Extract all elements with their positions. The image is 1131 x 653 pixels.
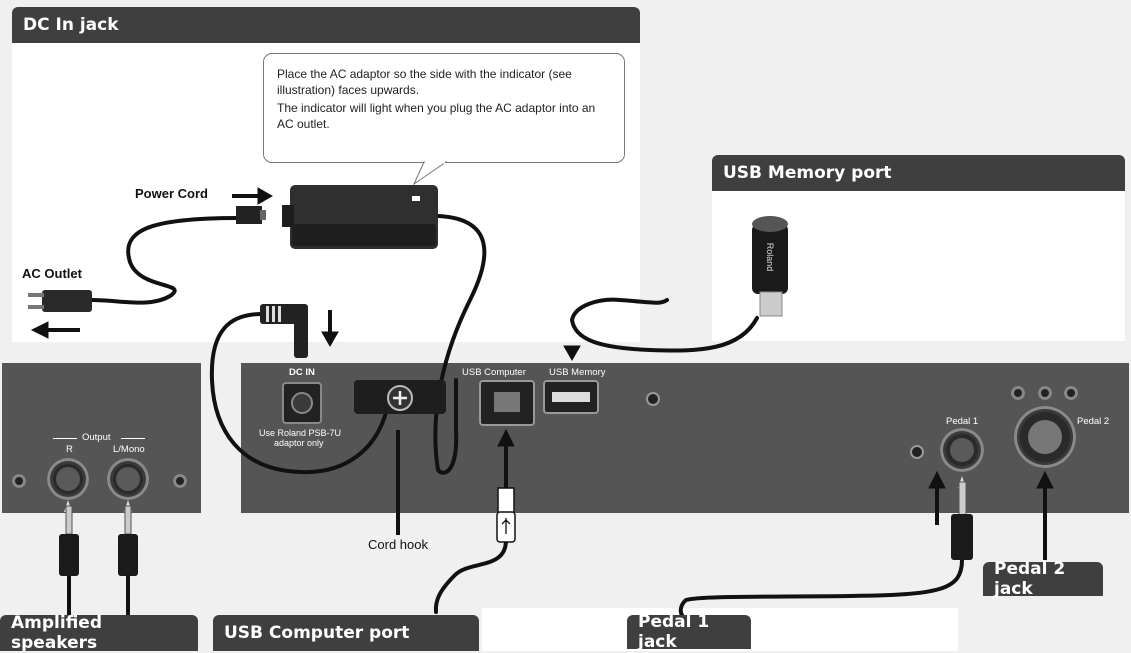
ac-adaptor bbox=[282, 185, 438, 249]
usb-memory-label: USB Memory bbox=[549, 367, 606, 378]
cables bbox=[90, 214, 964, 617]
ac-plug bbox=[28, 290, 92, 312]
dc-in-note-line-1: Use Roland PSB-7U bbox=[259, 428, 342, 438]
output-plugs bbox=[59, 500, 138, 618]
pedal2-screw-2 bbox=[1038, 386, 1052, 400]
output-l-mono-label: L/Mono bbox=[113, 444, 145, 455]
dc-in-jack-header: DC In jack bbox=[12, 7, 640, 43]
dc-in-label: DC IN bbox=[289, 367, 315, 378]
usb-computer-cable bbox=[433, 538, 508, 614]
callout-tail bbox=[412, 161, 448, 186]
pedal2-screw-3 bbox=[1064, 386, 1078, 400]
usb-memory-port-header: USB Memory port bbox=[712, 155, 1125, 191]
pedal2-jack bbox=[1014, 406, 1076, 468]
output-line-left bbox=[53, 438, 77, 439]
adaptor-callout: Place the AC adaptor so the side with th… bbox=[263, 53, 625, 163]
output-panel bbox=[2, 363, 201, 513]
output-r-label: R bbox=[66, 444, 73, 455]
cord-hook-label: Cord hook bbox=[368, 537, 428, 552]
usb-stick-brand: Roland bbox=[765, 242, 775, 272]
dc-plug-cable bbox=[209, 312, 390, 475]
output-screw-left bbox=[12, 474, 26, 488]
usb-computer-port-header: USB Computer port bbox=[213, 615, 479, 651]
output-l-mono-jack bbox=[107, 458, 149, 500]
pedal1-label: Pedal 1 bbox=[946, 416, 979, 427]
pedal2-jack-header: Pedal 2 jack bbox=[983, 559, 1103, 599]
usb-computer-label: USB Computer bbox=[462, 367, 526, 378]
pedal1-plug bbox=[951, 476, 973, 560]
arrows bbox=[30, 187, 1054, 560]
cord-hook bbox=[354, 380, 446, 535]
usb-memory-cable bbox=[569, 297, 759, 353]
adaptor-output-cable bbox=[433, 214, 487, 475]
dc-plug bbox=[260, 304, 308, 358]
dc-in-note-line-2: adaptor only bbox=[274, 438, 324, 448]
pedal1-jack bbox=[940, 428, 984, 472]
usb-stick bbox=[752, 216, 788, 317]
output-screw-right bbox=[173, 474, 187, 488]
output-r-jack bbox=[47, 458, 89, 500]
usb-cable-plug bbox=[496, 487, 516, 543]
callout-line-2: The indicator will light when you plug t… bbox=[277, 101, 596, 131]
pedal2-label: Pedal 2 bbox=[1077, 416, 1110, 427]
ac-outlet-label: AC Outlet bbox=[22, 266, 82, 281]
output-label: Output bbox=[82, 432, 111, 443]
power-cord-label: Power Cord bbox=[135, 186, 208, 201]
power-cord-cable bbox=[90, 216, 240, 305]
amplified-speakers-header: Amplified speakers bbox=[0, 613, 198, 653]
callout-line-1: Place the AC adaptor so the side with th… bbox=[277, 67, 572, 97]
pedal1-cable bbox=[678, 558, 964, 617]
pedal2-screw-1 bbox=[1011, 386, 1025, 400]
output-line-right bbox=[121, 438, 145, 439]
pedal1-jack-header: Pedal 1 jack bbox=[627, 612, 751, 652]
